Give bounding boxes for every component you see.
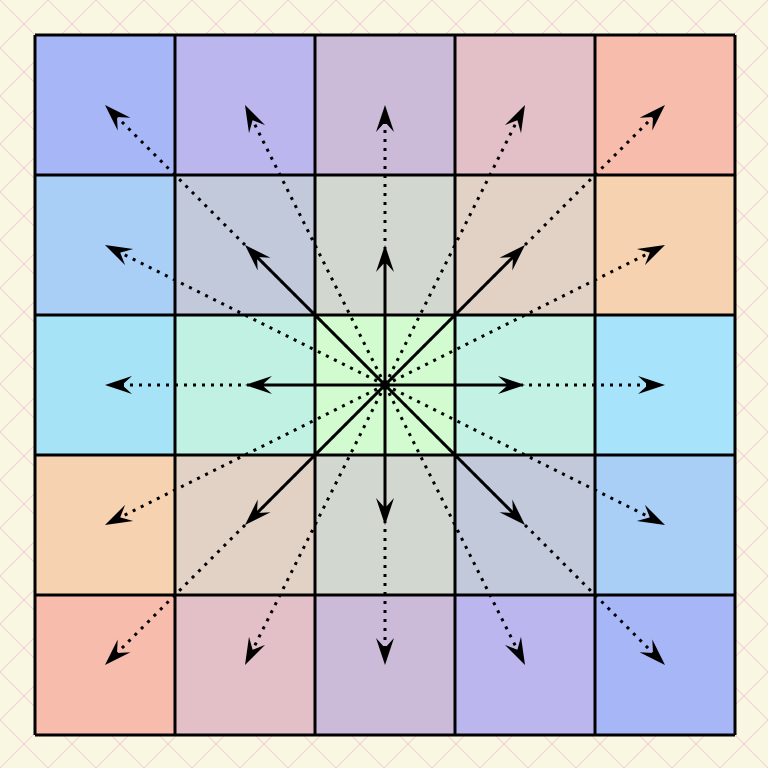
dotted-arrowhead <box>636 245 665 266</box>
dotted-arrowhead <box>105 504 134 525</box>
solid-arrows <box>245 245 525 525</box>
solid-arrowhead <box>245 499 271 525</box>
dotted-arrowhead <box>376 105 394 132</box>
solid-arrowhead <box>245 376 272 394</box>
background-line <box>0 623 145 768</box>
solid-arrowhead <box>499 499 525 525</box>
solid-arrow-shaft <box>383 254 516 387</box>
background-line <box>0 0 145 145</box>
dotted-arrowhead <box>639 639 665 665</box>
background-line <box>623 0 768 145</box>
dotted-arrowhead <box>504 105 525 134</box>
dotted-arrowhead <box>105 245 134 266</box>
solid-arrow-shaft <box>254 383 387 516</box>
background-line <box>623 623 768 768</box>
solid-arrowhead <box>376 245 394 272</box>
solid-arrowhead <box>376 498 394 525</box>
solid-arrowhead <box>498 376 525 394</box>
dotted-arrowhead <box>504 636 525 665</box>
dotted-arrowhead <box>638 376 665 394</box>
dotted-arrowhead <box>376 638 394 665</box>
dotted-arrowhead <box>639 105 665 131</box>
solid-arrowhead <box>245 245 271 271</box>
solid-arrow-shaft <box>254 254 387 387</box>
dotted-arrowhead <box>245 636 266 665</box>
dotted-arrowhead <box>105 105 131 131</box>
dotted-arrowhead <box>636 504 665 525</box>
solid-arrow-shaft <box>383 383 516 516</box>
dotted-arrowhead <box>245 105 266 134</box>
center-point <box>380 380 390 390</box>
dotted-arrowhead <box>105 376 132 394</box>
solid-arrowhead <box>499 245 525 271</box>
dotted-arrowhead <box>105 639 131 665</box>
